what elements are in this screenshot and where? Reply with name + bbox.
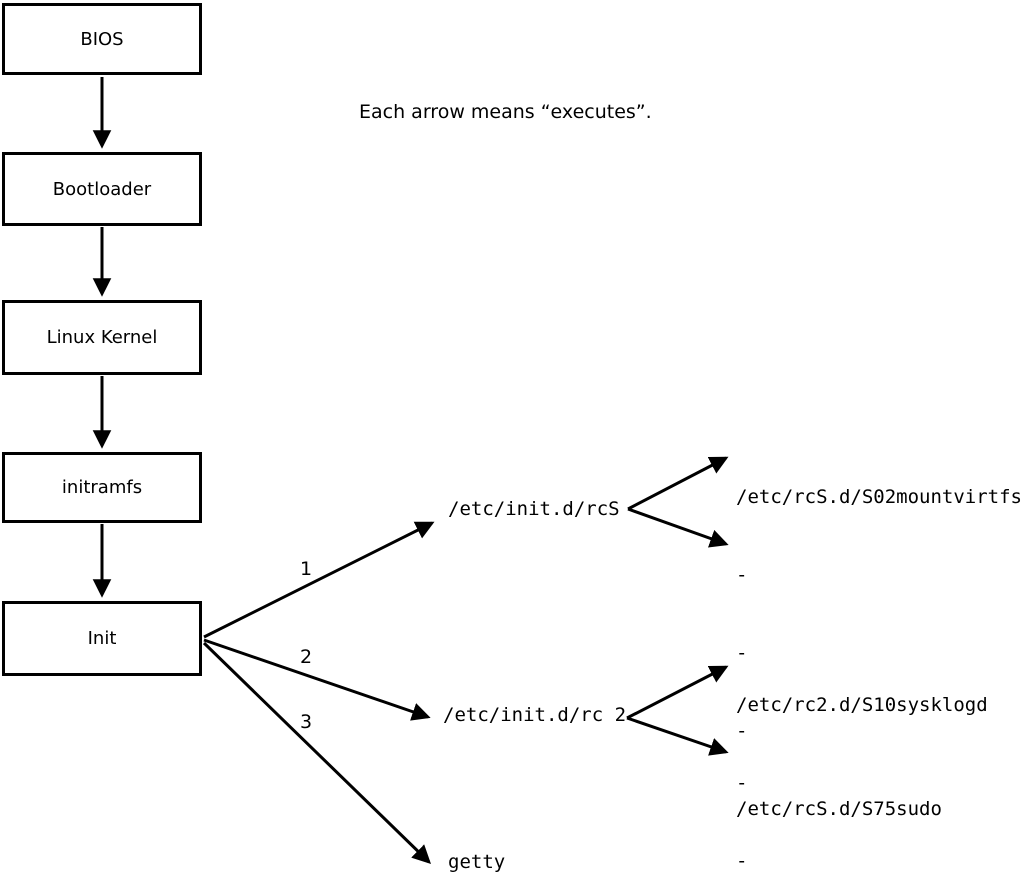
rc2-children-list: /etc/rc2.d/S10sysklogd - - - /etc/rc2.d/…	[736, 640, 988, 875]
node-linux-kernel-label: Linux Kernel	[46, 327, 158, 348]
legend-note: Each arrow means “executes”.	[359, 101, 652, 123]
node-getty: getty	[448, 851, 506, 873]
node-etc-init-d-rc2: /etc/init.d/rc 2	[443, 704, 627, 726]
node-initramfs-label: initramfs	[61, 477, 143, 498]
ellipsis-dash: -	[736, 850, 748, 872]
arrow-rc2-to-S10sysklogd	[626, 665, 729, 720]
node-linux-kernel: Linux Kernel	[2, 300, 202, 375]
node-init-label: Init	[87, 628, 117, 649]
node-bios: BIOS	[2, 3, 202, 75]
rcS-children-list: /etc/rcS.d/S02mountvirtfs - - - /etc/rcS…	[736, 432, 1022, 874]
ellipsis-dash: -	[736, 642, 748, 664]
node-bootloader-label: Bootloader	[52, 178, 152, 200]
arrow-rcS-to-S02mountvirtfs	[627, 456, 729, 511]
rc2-child-first: /etc/rc2.d/S10sysklogd	[736, 694, 988, 716]
rcS-child-last: /etc/rcS.d/S75sudo	[736, 798, 942, 820]
node-init: Init	[2, 601, 202, 676]
ellipsis-dash: -	[736, 772, 748, 794]
arrow-init-to-getty	[202, 641, 431, 864]
node-bios-label: BIOS	[80, 28, 124, 50]
branch-number-2: 2	[300, 646, 313, 668]
node-bootloader: Bootloader	[2, 152, 202, 226]
branch-number-3: 3	[300, 711, 313, 733]
node-etc-init-d-rcS: /etc/init.d/rcS	[448, 498, 620, 520]
arrow-init-to-rc2	[203, 638, 431, 721]
arrow-init-to-rcS	[203, 521, 435, 639]
arrow-rc2-to-S99gdm	[626, 716, 729, 756]
node-initramfs: initramfs	[2, 452, 202, 523]
rcS-child-first: /etc/rcS.d/S02mountvirtfs	[736, 486, 1022, 508]
branch-number-1: 1	[300, 558, 313, 580]
ellipsis-dash: -	[736, 564, 748, 586]
ellipsis-dash: -	[736, 720, 748, 742]
arrow-rcS-to-S75sudo	[627, 507, 729, 548]
